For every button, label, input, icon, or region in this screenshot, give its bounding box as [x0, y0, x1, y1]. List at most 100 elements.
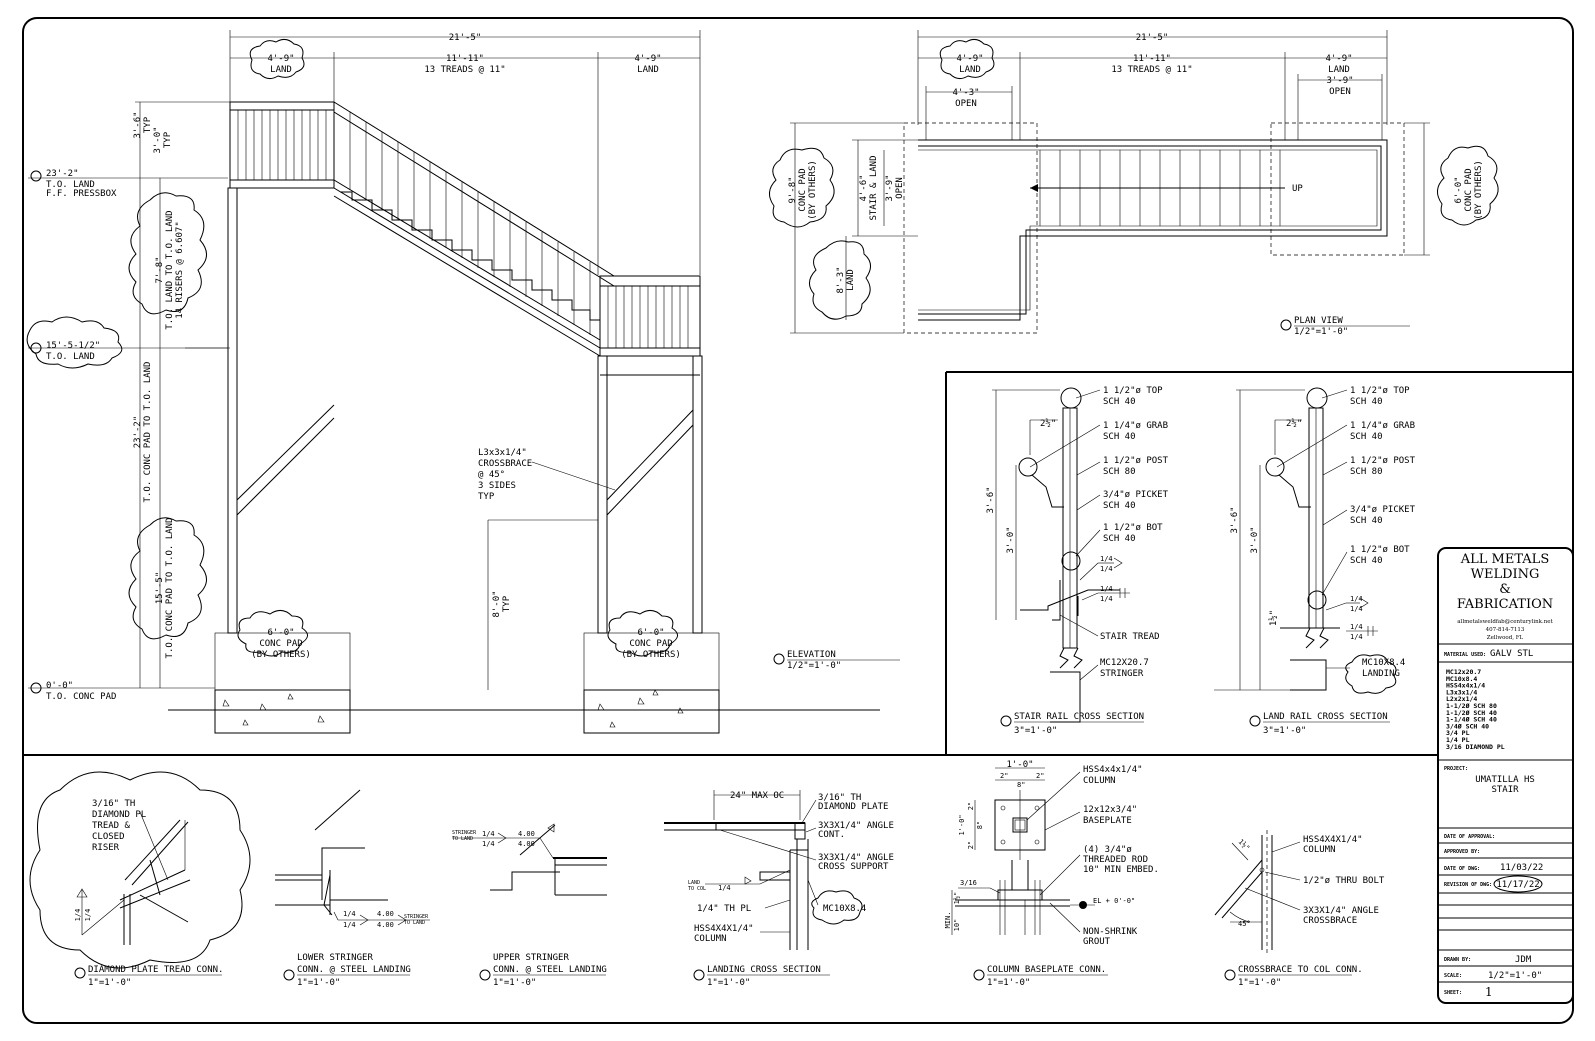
sr-dim-total: 3'-6": [986, 486, 996, 513]
plan-pad-right-l2: (BY OTHERS): [1474, 160, 1484, 220]
sr-post2: SCH 80: [1103, 467, 1136, 477]
elev-scale: 1/2"=1'-0": [787, 661, 841, 671]
elev-post-dim: 8'-0": [492, 590, 502, 617]
elev-rail-b-note: TYP: [163, 131, 173, 148]
ls-title2: CONN. @ STEEL LANDING: [297, 965, 411, 975]
plan-land-right-label: LAND: [1328, 65, 1350, 75]
lc-angle1: 3X3X1/4" ANGLE: [818, 821, 894, 831]
sr-title: STAIR RAIL CROSS SECTION: [1014, 712, 1144, 722]
cb-col2: COLUMN: [1303, 845, 1336, 855]
bp-title: COLUMN BASEPLATE CONN.: [987, 965, 1106, 975]
tb-drawn-by: JDM: [1515, 955, 1532, 965]
dp-weld2: 1/4: [84, 909, 92, 922]
elev-crossbrace-note2: CROSSBRACE: [478, 459, 532, 469]
bp-bp2: BASEPLATE: [1083, 816, 1132, 826]
plan-open-left-label: OPEN: [955, 99, 977, 109]
lr-weld3: 1/4: [1350, 623, 1363, 631]
elev-rail-a-dim: 3'-6": [133, 111, 143, 138]
elev-crossbrace-note4: 3 SIDES: [478, 481, 516, 491]
materials-list: MC12x20.7MC10x8.4HSS4x4x1/4L3x3x1/4L2x2x…: [1446, 668, 1505, 751]
elev-mid-level: 15'-5-1/2": [46, 341, 100, 351]
lc-column1: HSS4X4X1/4": [694, 924, 754, 934]
lr-detail-marker: [1249, 715, 1261, 727]
cb-deg: 45°: [1238, 920, 1251, 928]
tb-revision-label: REVISION OF DWG:: [1444, 882, 1492, 888]
ls-len1: 4.00: [377, 910, 394, 918]
material-item: 3/16 DIAMOND PL: [1446, 743, 1505, 751]
dp-weld1: 1/4: [74, 909, 82, 922]
sr-picket: 3/4"ø PICKET: [1103, 490, 1169, 500]
plan-scale: 1/2"=1'-0": [1294, 327, 1348, 337]
us-weld1: 1/4: [482, 830, 495, 838]
sr-grab2: SCH 40: [1103, 432, 1136, 442]
lr-bot2: SCH 40: [1350, 556, 1383, 566]
lc-support2: CROSS SUPPORT: [818, 862, 889, 872]
baseplate-detail: 1'-0" 2" 8" 2" 1'-0" 2" 8" 2" HSS4x4x1/4…: [944, 760, 1159, 988]
bp-rod3: 10" MIN EMBED.: [1083, 865, 1159, 875]
tb-approved-by-label: APPROVED BY:: [1444, 849, 1480, 855]
stair-rail-section: 3'-6" 3'-0" 2½" 1 1/2"ø TOP SCH 40 1 1/4…: [986, 386, 1169, 736]
elev-title: ELEVATION: [787, 650, 836, 660]
bp-min1: MIN.: [944, 912, 952, 929]
lc-land-col2: TO COL: [688, 886, 706, 892]
lr-post: 1 1/2"ø POST: [1350, 456, 1416, 466]
elev-land-left-dim: 4'-9": [267, 54, 294, 64]
cb-title: CROSSBRACE TO COL CONN.: [1238, 965, 1363, 975]
elev-top-level-note1: T.O. LAND: [46, 180, 95, 190]
plan-pad-left-dim: 9'-8": [788, 176, 798, 203]
elev-pad-left-dim: 6'-0": [267, 628, 294, 638]
bp-scale: 1"=1'-0": [987, 978, 1030, 988]
elev-total-label: T.O. CONC PAD TO T.O. LAND: [143, 362, 153, 503]
elev-lower-dim: 15'-5": [155, 572, 165, 605]
lr-post2: SCH 80: [1350, 467, 1383, 477]
elevation-view: 21'-5" 4'-9" LAND 11'-11" 13 TREADS @ 11…: [26, 30, 900, 734]
lc-column2: COLUMN: [694, 934, 727, 944]
lc-weld: 1/4: [718, 884, 731, 892]
elev-pad-right-dim: 6'-0": [637, 628, 664, 638]
ls-detail-marker: [283, 969, 295, 981]
lc-angle2: CONT.: [818, 830, 845, 840]
elev-top-level-note2: F.F. PRESSBOX: [46, 189, 117, 199]
plan-pad-left-l2: (BY OTHERS): [808, 160, 818, 220]
elev-detail-marker: [773, 653, 785, 665]
tb-sheet-label: SHEET:: [1444, 990, 1462, 996]
bp-bp1: 12x12x3/4": [1083, 805, 1137, 815]
sr-stringer2: STRINGER: [1100, 669, 1144, 679]
material-item: L3x3x1/4: [1446, 688, 1477, 696]
bp-min2: 10": [953, 919, 961, 932]
elev-land-left-label: LAND: [270, 65, 292, 75]
plan-land-left-label: LAND: [959, 65, 981, 75]
cb-detail-marker: [1224, 969, 1236, 981]
sr-bot: 1 1/2"ø BOT: [1103, 523, 1163, 533]
sr-stringer1: MC12X20.7: [1100, 658, 1149, 668]
ls-note2: TO LAND: [404, 920, 425, 926]
plan-pad-left-l1: CONC PAD: [798, 168, 808, 211]
plan-title: PLAN VIEW: [1294, 316, 1343, 326]
tb-drawn-by-label: DRAWN BY:: [1444, 957, 1471, 963]
lr-top2: SCH 40: [1350, 397, 1383, 407]
lr-dim-mid: 3'-0": [1250, 526, 1260, 553]
sr-weld4: 1/4: [1100, 595, 1113, 603]
cb-col1: HSS4X4X1/4": [1303, 835, 1363, 845]
bp-col1: HSS4x4x1/4": [1083, 765, 1143, 775]
dp-note1: 3/16" TH: [92, 799, 135, 809]
cb-bolt: 1/2"ø THRU BOLT: [1303, 876, 1385, 886]
plan-stair-dim: 4'-6": [859, 174, 869, 201]
plan-land-v-dim: 8'-3": [836, 266, 846, 293]
bp-dim-2b: 2": [1036, 772, 1044, 780]
diamond-plate-detail: 3/16" TH DIAMOND PL TREAD & CLOSED RISER…: [29, 771, 251, 988]
ls-title1: LOWER STRINGER: [297, 953, 373, 963]
lc-pl: 1/4" TH PL: [697, 904, 751, 914]
elev-treads-label: 13 TREADS @ 11": [424, 65, 505, 75]
lc-plate1: 3/16" TH: [818, 793, 861, 803]
dp-note2: DIAMOND PL: [92, 810, 146, 820]
sr-dim-offset: 2½": [1040, 418, 1056, 429]
plan-detail-marker: [1280, 319, 1292, 331]
material-item: MC10x8.4: [1446, 675, 1477, 683]
tb-company2: WELDING: [1471, 567, 1540, 582]
title-block: ALL METALS WELDING & FABRICATION allmeta…: [1437, 547, 1574, 1004]
elev-lower-label: T.O. CONC PAD TO T.O. LAND: [165, 518, 175, 659]
plan-open-right-label: OPEN: [1329, 87, 1351, 97]
material-item: 1/4 PL: [1446, 736, 1470, 744]
us-note2: TO LAND: [452, 836, 473, 842]
